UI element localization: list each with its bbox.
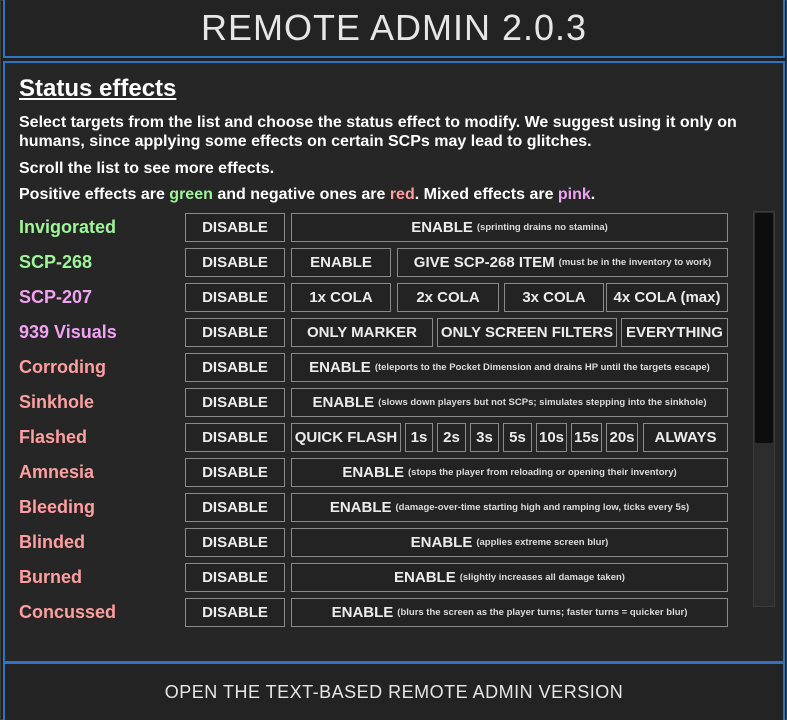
flash-2s-button[interactable]: 2s <box>437 423 466 452</box>
effect-row-burned: Burned DISABLE ENABLE(slightly increases… <box>5 563 745 594</box>
flash-1s-button[interactable]: 1s <box>405 423 433 452</box>
effect-label: SCP-268 <box>19 252 93 272</box>
flash-3s-button[interactable]: 3s <box>470 423 499 452</box>
disable-button[interactable]: DISABLE <box>185 528 285 557</box>
disable-button[interactable]: DISABLE <box>185 563 285 592</box>
legend-green: green <box>169 186 213 203</box>
flash-5s-button[interactable]: 5s <box>503 423 532 452</box>
enable-button[interactable]: ENABLE(teleports to the Pocket Dimension… <box>291 353 728 382</box>
cola-2x-button[interactable]: 2x COLA <box>397 283 499 312</box>
legend-pink: pink <box>557 186 591 203</box>
enable-button[interactable]: ENABLE(blurs the screen as the player tu… <box>291 598 728 627</box>
give-item-button[interactable]: GIVE SCP-268 ITEM(must be in the invento… <box>397 248 728 277</box>
everything-button[interactable]: EVERYTHING <box>621 318 728 347</box>
disable-button[interactable]: DISABLE <box>185 213 285 242</box>
flash-20s-button[interactable]: 20s <box>606 423 638 452</box>
enable-button[interactable]: ENABLE(slightly increases all damage tak… <box>291 563 728 592</box>
open-text-based-version-button[interactable]: OPEN THE TEXT-BASED REMOTE ADMIN VERSION <box>3 662 785 720</box>
flash-15s-button[interactable]: 15s <box>571 423 602 452</box>
effect-row-amnesia: Amnesia DISABLE ENABLE(stops the player … <box>5 458 745 489</box>
effect-row-flashed: Flashed DISABLE QUICK FLASH 1s 2s 3s 5s … <box>5 423 745 454</box>
effect-row-corroding: Corroding DISABLE ENABLE(teleports to th… <box>5 353 745 384</box>
scrollbar-thumb[interactable] <box>755 213 773 443</box>
enable-button[interactable]: ENABLE(slows down players but not SCPs; … <box>291 388 728 417</box>
effect-row-scp-268: SCP-268 DISABLE ENABLE GIVE SCP-268 ITEM… <box>5 248 745 279</box>
effect-label: Sinkhole <box>19 392 95 412</box>
only-screen-filters-button[interactable]: ONLY SCREEN FILTERS <box>437 318 617 347</box>
disable-button[interactable]: DISABLE <box>185 493 285 522</box>
effect-row-939-visuals: 939 Visuals DISABLE ONLY MARKER ONLY SCR… <box>5 318 745 349</box>
scroll-hint-text: Scroll the list to see more effects. <box>19 160 275 177</box>
enable-button[interactable]: ENABLE(damage-over-time starting high an… <box>291 493 728 522</box>
app-title: REMOTE ADMIN 2.0.3 <box>200 7 588 48</box>
enable-button[interactable]: ENABLE(applies extreme screen blur) <box>291 528 728 557</box>
cola-4x-button[interactable]: 4x COLA (max) <box>606 283 728 312</box>
effect-label: Flashed <box>19 427 88 447</box>
disable-button[interactable]: DISABLE <box>185 353 285 382</box>
effect-label: Blinded <box>19 532 85 552</box>
disable-button[interactable]: DISABLE <box>185 423 285 452</box>
status-effects-panel: Status effects Select targets from the l… <box>3 61 785 663</box>
effect-label: Burned <box>19 567 82 587</box>
effect-row-sinkhole: Sinkhole DISABLE ENABLE(slows down playe… <box>5 388 745 419</box>
disable-button[interactable]: DISABLE <box>185 318 285 347</box>
cola-3x-button[interactable]: 3x COLA <box>504 283 604 312</box>
disable-button[interactable]: DISABLE <box>185 388 285 417</box>
disable-button[interactable]: DISABLE <box>185 458 285 487</box>
disable-button[interactable]: DISABLE <box>185 283 285 312</box>
header-bar: REMOTE ADMIN 2.0.3 <box>3 0 785 58</box>
enable-button[interactable]: ENABLE(stops the player from reloading o… <box>291 458 728 487</box>
footer-label: OPEN THE TEXT-BASED REMOTE ADMIN VERSION <box>164 681 624 702</box>
effect-label: Corroding <box>19 357 106 377</box>
effect-label: Amnesia <box>19 462 95 482</box>
effect-row-scp-207: SCP-207 DISABLE 1x COLA 2x COLA 3x COLA … <box>5 283 745 314</box>
disable-button[interactable]: DISABLE <box>185 248 285 277</box>
effect-row-blinded: Blinded DISABLE ENABLE(applies extreme s… <box>5 528 745 559</box>
quick-flash-button[interactable]: QUICK FLASH <box>291 423 401 452</box>
legend-red: red <box>389 186 415 203</box>
effect-label: Concussed <box>19 602 117 622</box>
effect-row-invigorated: Invigorated DISABLE ENABLE(sprinting dra… <box>5 213 745 244</box>
effect-label: Bleeding <box>19 497 96 517</box>
cola-1x-button[interactable]: 1x COLA <box>291 283 391 312</box>
color-legend-text: Positive effects are green and negative … <box>19 186 596 203</box>
effect-label: SCP-207 <box>19 287 93 307</box>
effect-row-concussed: Concussed DISABLE ENABLE(blurs the scree… <box>5 598 745 629</box>
only-marker-button[interactable]: ONLY MARKER <box>291 318 433 347</box>
effect-row-bleeding: Bleeding DISABLE ENABLE(damage-over-time… <box>5 493 745 524</box>
disable-button[interactable]: DISABLE <box>185 598 285 627</box>
description-text: Select targets from the list and choose … <box>19 114 737 150</box>
effect-label: 939 Visuals <box>19 322 117 342</box>
enable-button[interactable]: ENABLE <box>291 248 391 277</box>
effect-label: Invigorated <box>19 217 117 237</box>
flash-10s-button[interactable]: 10s <box>536 423 567 452</box>
enable-button[interactable]: ENABLE(sprinting drains no stamina) <box>291 213 728 242</box>
effects-scrollbar[interactable] <box>753 211 775 607</box>
flash-always-button[interactable]: ALWAYS <box>643 423 728 452</box>
section-heading: Status effects <box>19 75 177 102</box>
